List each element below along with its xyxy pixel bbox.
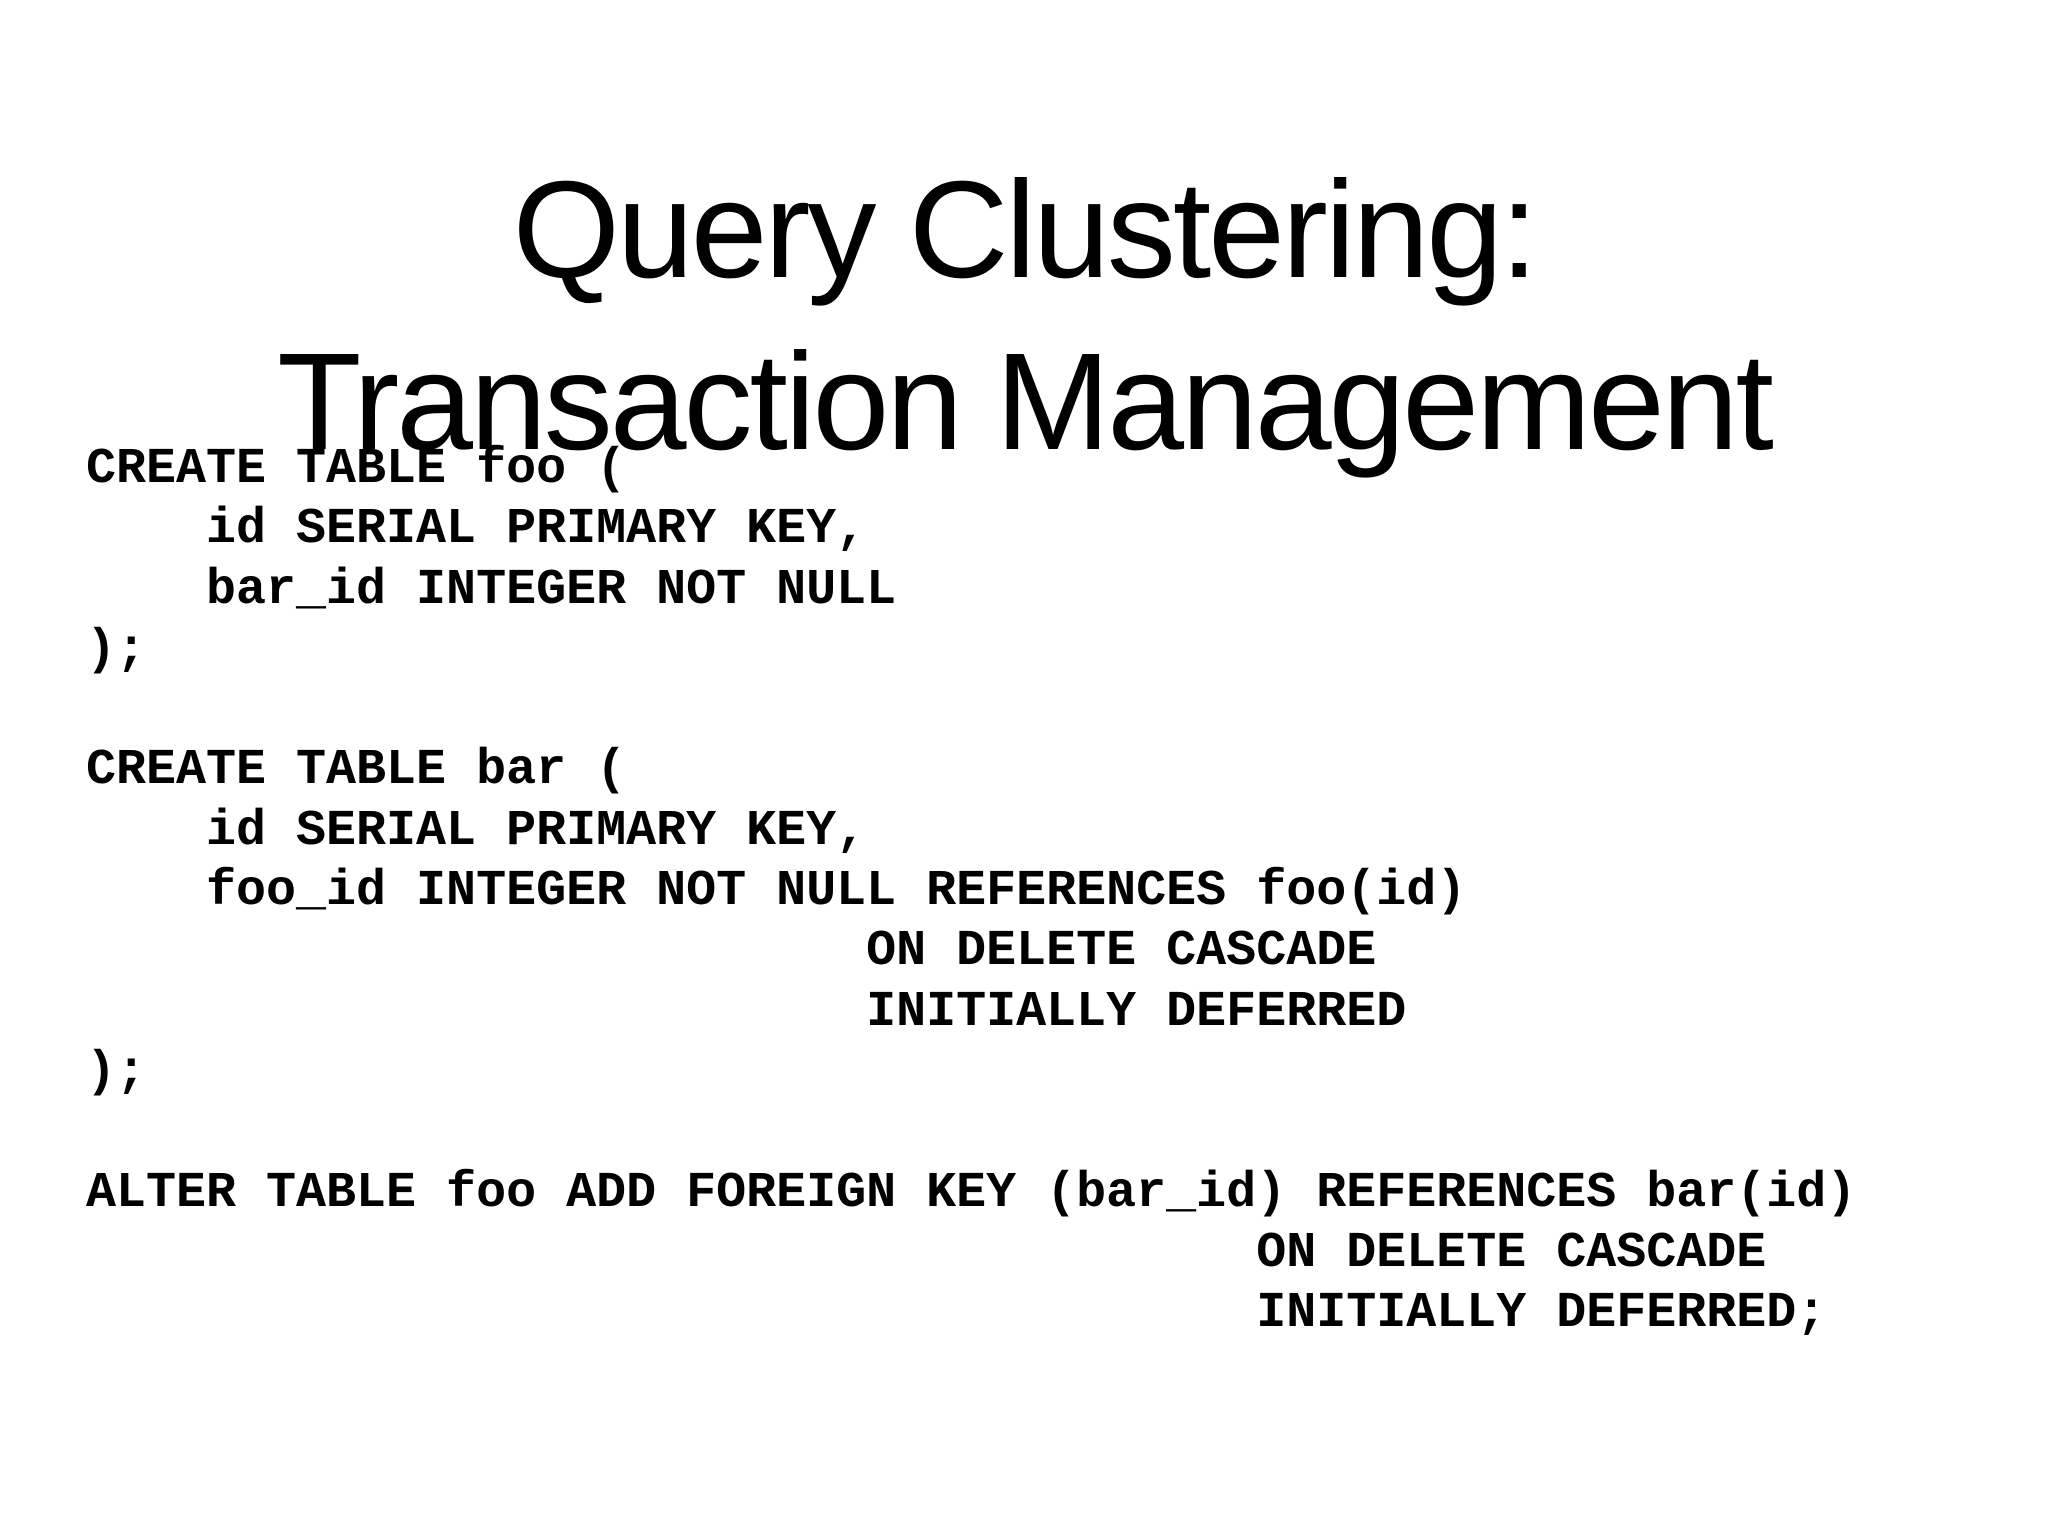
slide-title-line-1: Query Clustering:: [512, 153, 1539, 308]
slide-title-line-2: Transaction Management: [277, 325, 1774, 480]
sql-code-block: CREATE TABLE foo ( id SERIAL PRIMARY KEY…: [86, 441, 1857, 1343]
slide-title: Query Clustering: Transaction Management: [0, 144, 2048, 488]
